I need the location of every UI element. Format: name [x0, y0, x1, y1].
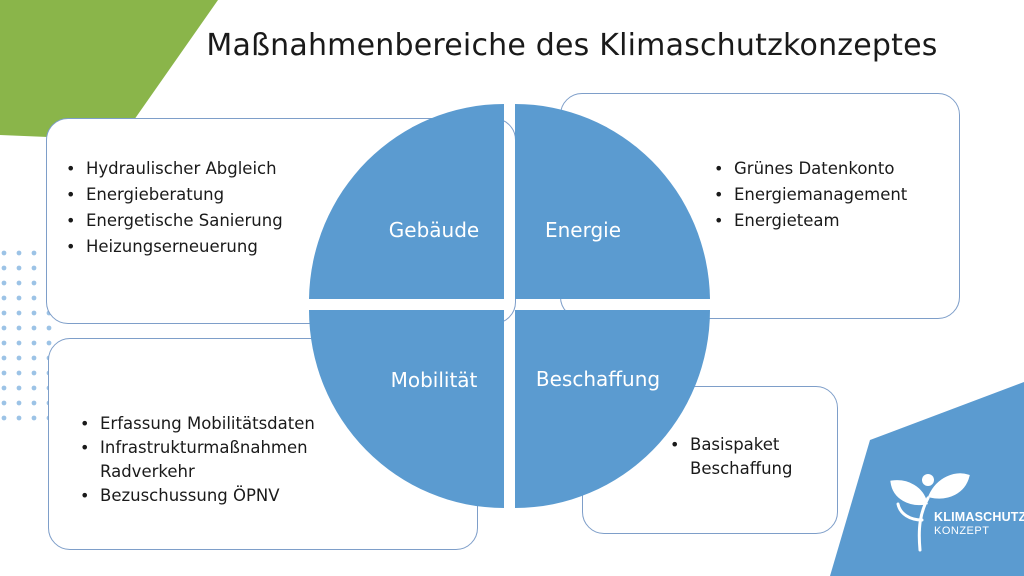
decor-dot [31, 370, 37, 376]
decor-dot [31, 310, 37, 316]
list-item: Grünes Datenkonto [712, 156, 907, 182]
decor-dot [1, 310, 7, 316]
list-item: Energieberatung [64, 182, 283, 208]
decor-dot [1, 280, 7, 286]
decor-dot [46, 340, 52, 346]
decor-dot [1, 400, 7, 406]
decor-dot [16, 325, 22, 331]
decor-dot [31, 385, 37, 391]
decor-dot [1, 340, 7, 346]
list-beschaffung: Basispaket Beschaffung [668, 433, 792, 481]
list-item: Heizungserneuerung [64, 234, 283, 260]
list-item: Erfassung Mobilitätsdaten [78, 412, 338, 436]
decor-dot [16, 250, 22, 256]
green-corner-shape [0, 0, 218, 140]
quadrant-beschaffung [515, 310, 710, 508]
quadrant-label-beschaffung: Beschaffung [535, 367, 661, 391]
decor-dot [31, 280, 37, 286]
decor-dot [31, 400, 37, 406]
page-title: Maßnahmenbereiche des Klimaschutzkonzept… [206, 28, 938, 63]
decor-dot [46, 325, 52, 331]
decor-dot [31, 355, 37, 361]
quadrant-label-gebaeude: Gebäude [388, 218, 480, 242]
decor-dot [16, 385, 22, 391]
list-item: Energiemanagement [712, 182, 907, 208]
quadrant-energie [515, 104, 710, 299]
decor-dot [1, 355, 7, 361]
decor-dot [1, 265, 7, 271]
list-energie: Grünes Datenkonto Energiemanagement Ener… [712, 156, 907, 234]
decor-dot [31, 325, 37, 331]
logo-text-line1: KLIMASCHUTZ [934, 510, 1024, 524]
quadrant-label-energie: Energie [544, 218, 622, 242]
list-item: Energieteam [712, 208, 907, 234]
decor-dot [1, 385, 7, 391]
list-item: Energetische Sanierung [64, 208, 283, 234]
quadrant-gebaeude [309, 104, 504, 299]
klimaschutz-logo [890, 473, 970, 552]
decor-dot [16, 340, 22, 346]
decor-dot [1, 415, 7, 421]
logo-text-line2: KONZEPT [934, 525, 990, 537]
decor-dot [31, 415, 37, 421]
decor-dot [1, 325, 7, 331]
quadrant-mobilitaet [309, 310, 504, 508]
decor-dot [16, 355, 22, 361]
decor-dot [31, 265, 37, 271]
list-item: Basispaket Beschaffung [668, 433, 792, 481]
decor-dot [31, 250, 37, 256]
decor-dot [31, 340, 37, 346]
logo-dot [922, 474, 934, 486]
decor-dot [16, 400, 22, 406]
decor-dot [1, 370, 7, 376]
list-item: Hydraulischer Abgleich [64, 156, 283, 182]
decor-dot [16, 280, 22, 286]
list-gebaeude: Hydraulischer Abgleich Energieberatung E… [64, 156, 283, 260]
list-mobilitaet: Erfassung Mobilitätsdaten Infrastrukturm… [78, 412, 338, 508]
decor-dot [1, 295, 7, 301]
decor-dot [16, 295, 22, 301]
decor-dot [1, 250, 7, 256]
decor-dot [16, 265, 22, 271]
decor-dot [16, 415, 22, 421]
decor-dot [31, 295, 37, 301]
quadrant-label-mobilitaet: Mobilität [390, 368, 478, 392]
list-item: Bezuschussung ÖPNV [78, 484, 338, 508]
decor-dot [16, 310, 22, 316]
plant-sprout-icon [890, 473, 970, 552]
list-item: Infrastrukturmaßnahmen Radverkehr [78, 436, 330, 484]
decor-dot [16, 370, 22, 376]
